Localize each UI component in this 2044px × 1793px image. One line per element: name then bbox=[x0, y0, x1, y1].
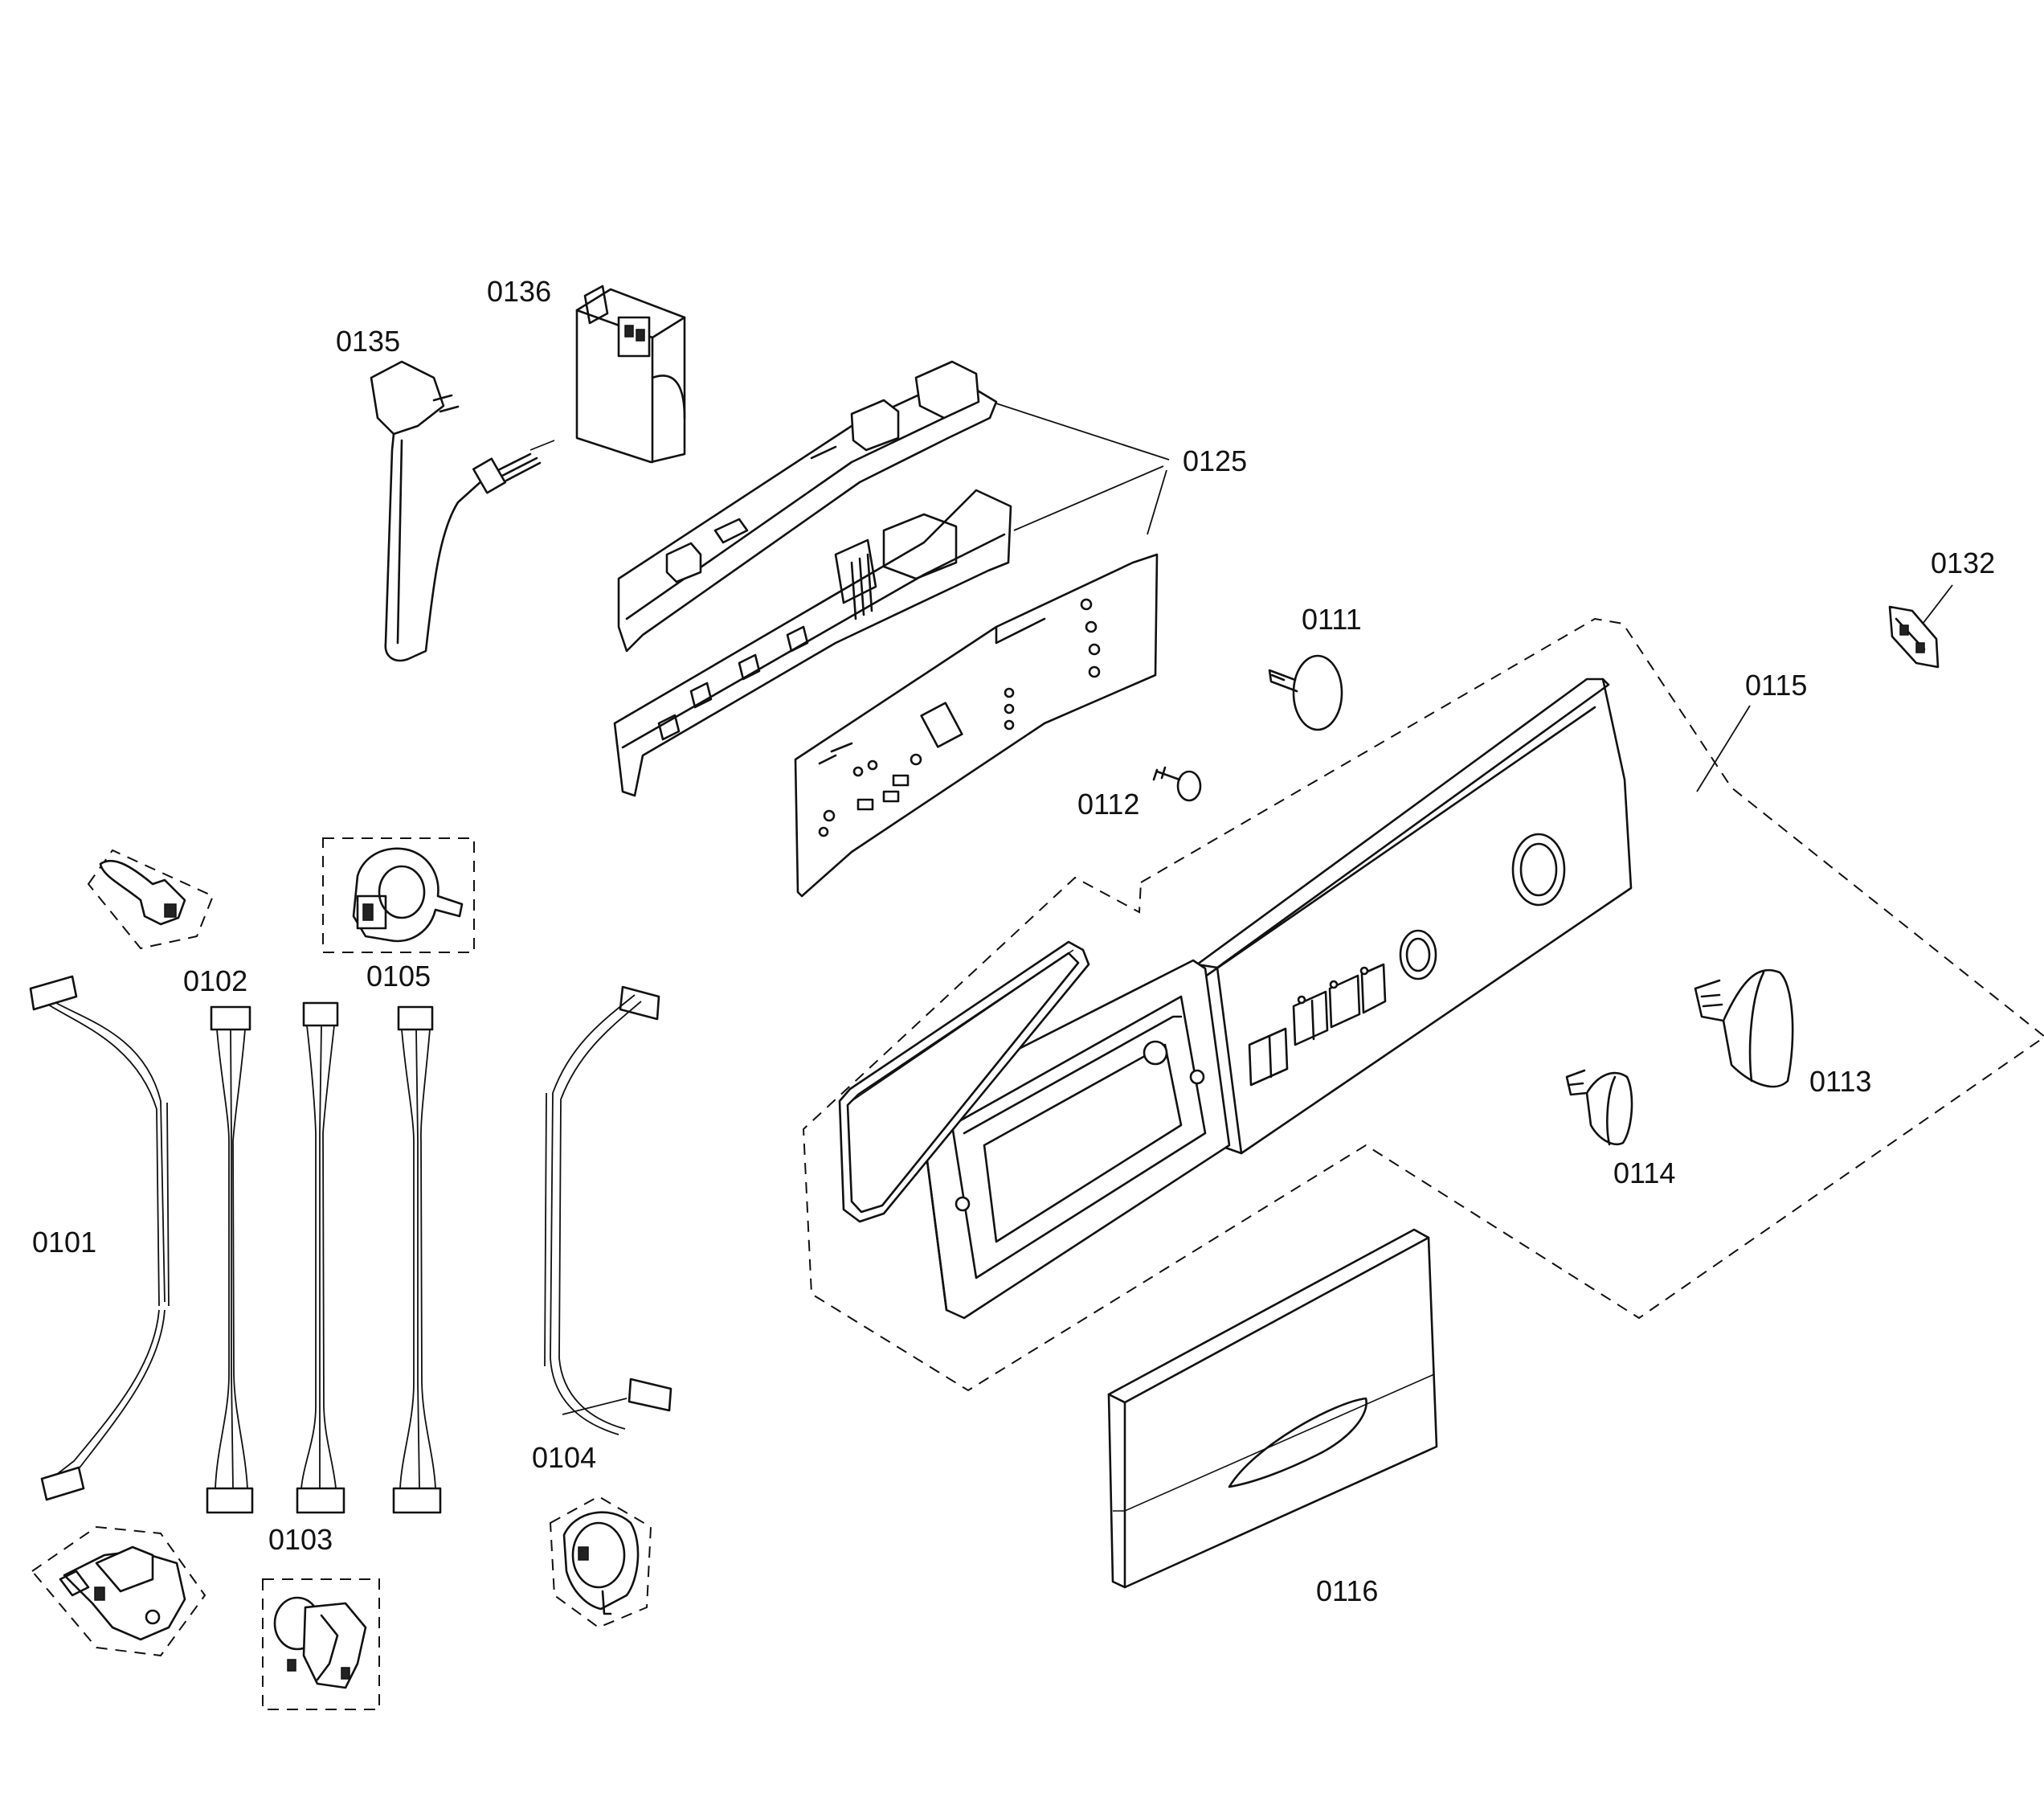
label-0132: 0132 bbox=[1931, 546, 1995, 579]
part-labels: 0136 0135 0125 0132 0111 0115 0112 0102 … bbox=[32, 275, 1995, 1607]
label-0111: 0111 bbox=[1302, 603, 1362, 636]
valve-insert-0105 bbox=[322, 837, 475, 953]
selector-insert-0103 bbox=[262, 1578, 380, 1710]
label-0114: 0114 bbox=[1613, 1156, 1675, 1189]
label-0116: 0116 bbox=[1316, 1574, 1378, 1607]
screw-0112 bbox=[1152, 766, 1202, 802]
label-0103: 0103 bbox=[268, 1523, 333, 1556]
sensor-insert-top-left bbox=[87, 849, 215, 950]
harness-0101 bbox=[29, 975, 170, 1501]
pressure-insert-0104 bbox=[549, 1495, 652, 1629]
suppressor-0136 bbox=[575, 285, 686, 464]
leader-lines bbox=[995, 403, 1953, 792]
outline-0115 bbox=[802, 617, 2044, 1392]
label-0102: 0102 bbox=[183, 964, 247, 997]
harness-0102 bbox=[206, 1005, 254, 1514]
label-0125: 0125 bbox=[1183, 444, 1247, 477]
knob-disc-0111 bbox=[1268, 654, 1343, 731]
knob-0114 bbox=[1565, 1069, 1633, 1146]
motor-insert-bottom-left bbox=[31, 1525, 206, 1657]
gasket-seal bbox=[838, 940, 1090, 1223]
label-0112: 0112 bbox=[1077, 788, 1139, 821]
fascia-panel-0115 bbox=[1196, 677, 1633, 1155]
harness-0104 bbox=[544, 985, 672, 1435]
harness-0105-wires bbox=[392, 1005, 442, 1514]
label-0104: 0104 bbox=[532, 1441, 596, 1474]
label-0136: 0136 bbox=[487, 275, 551, 308]
label-0113: 0113 bbox=[1809, 1065, 1871, 1098]
label-0135: 0135 bbox=[336, 325, 400, 358]
label-0115: 0115 bbox=[1745, 669, 1807, 702]
drawer-handle-0116 bbox=[1107, 1228, 1438, 1589]
mains-cable-0135 bbox=[370, 360, 555, 662]
label-0105: 0105 bbox=[366, 960, 431, 993]
label-0101: 0101 bbox=[32, 1226, 96, 1259]
bracket-0132 bbox=[1888, 605, 1940, 669]
knob-0113 bbox=[1694, 968, 1794, 1088]
control-module-0125 bbox=[613, 360, 1159, 898]
harness-0103 bbox=[296, 1001, 345, 1514]
